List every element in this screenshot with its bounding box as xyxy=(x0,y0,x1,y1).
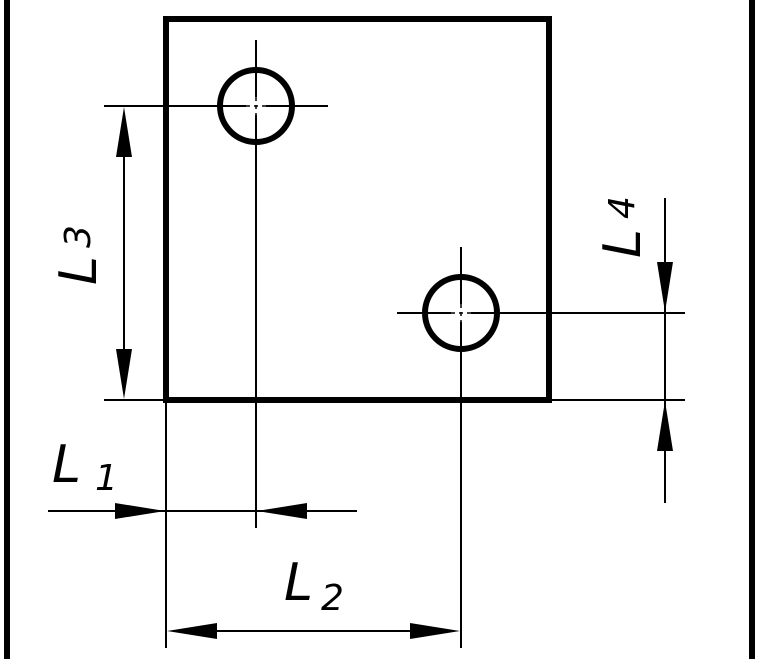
label-l3-letter: L xyxy=(49,256,109,285)
arrowhead-l4-bottom xyxy=(657,401,673,451)
label-l1-index: 1 xyxy=(95,458,118,499)
label-l1-letter: L xyxy=(52,435,81,495)
label-l3: L3 xyxy=(49,225,109,285)
hole-1 xyxy=(104,40,328,528)
label-l2-letter: L xyxy=(284,553,313,613)
arrowhead-l1-right xyxy=(257,503,307,519)
dimension-l4: L4 xyxy=(593,196,673,503)
hole-2 xyxy=(397,247,685,648)
label-l4-index: 4 xyxy=(602,196,643,219)
dimension-l3: L3 xyxy=(49,107,132,399)
arrowhead-l2-right xyxy=(410,623,460,639)
arrowhead-l1-left xyxy=(115,503,165,519)
arrowhead-l4-top xyxy=(657,262,673,312)
plate-outline xyxy=(163,16,552,403)
arrowhead-l3-bottom xyxy=(116,349,132,399)
arrowhead-l2-left xyxy=(167,623,217,639)
label-l3-index: 3 xyxy=(58,225,99,248)
arrowhead-l3-top xyxy=(116,107,132,157)
label-l2-index: 2 xyxy=(321,578,344,619)
label-l4-letter: L xyxy=(593,229,653,258)
label-l4: L4 xyxy=(593,196,653,258)
